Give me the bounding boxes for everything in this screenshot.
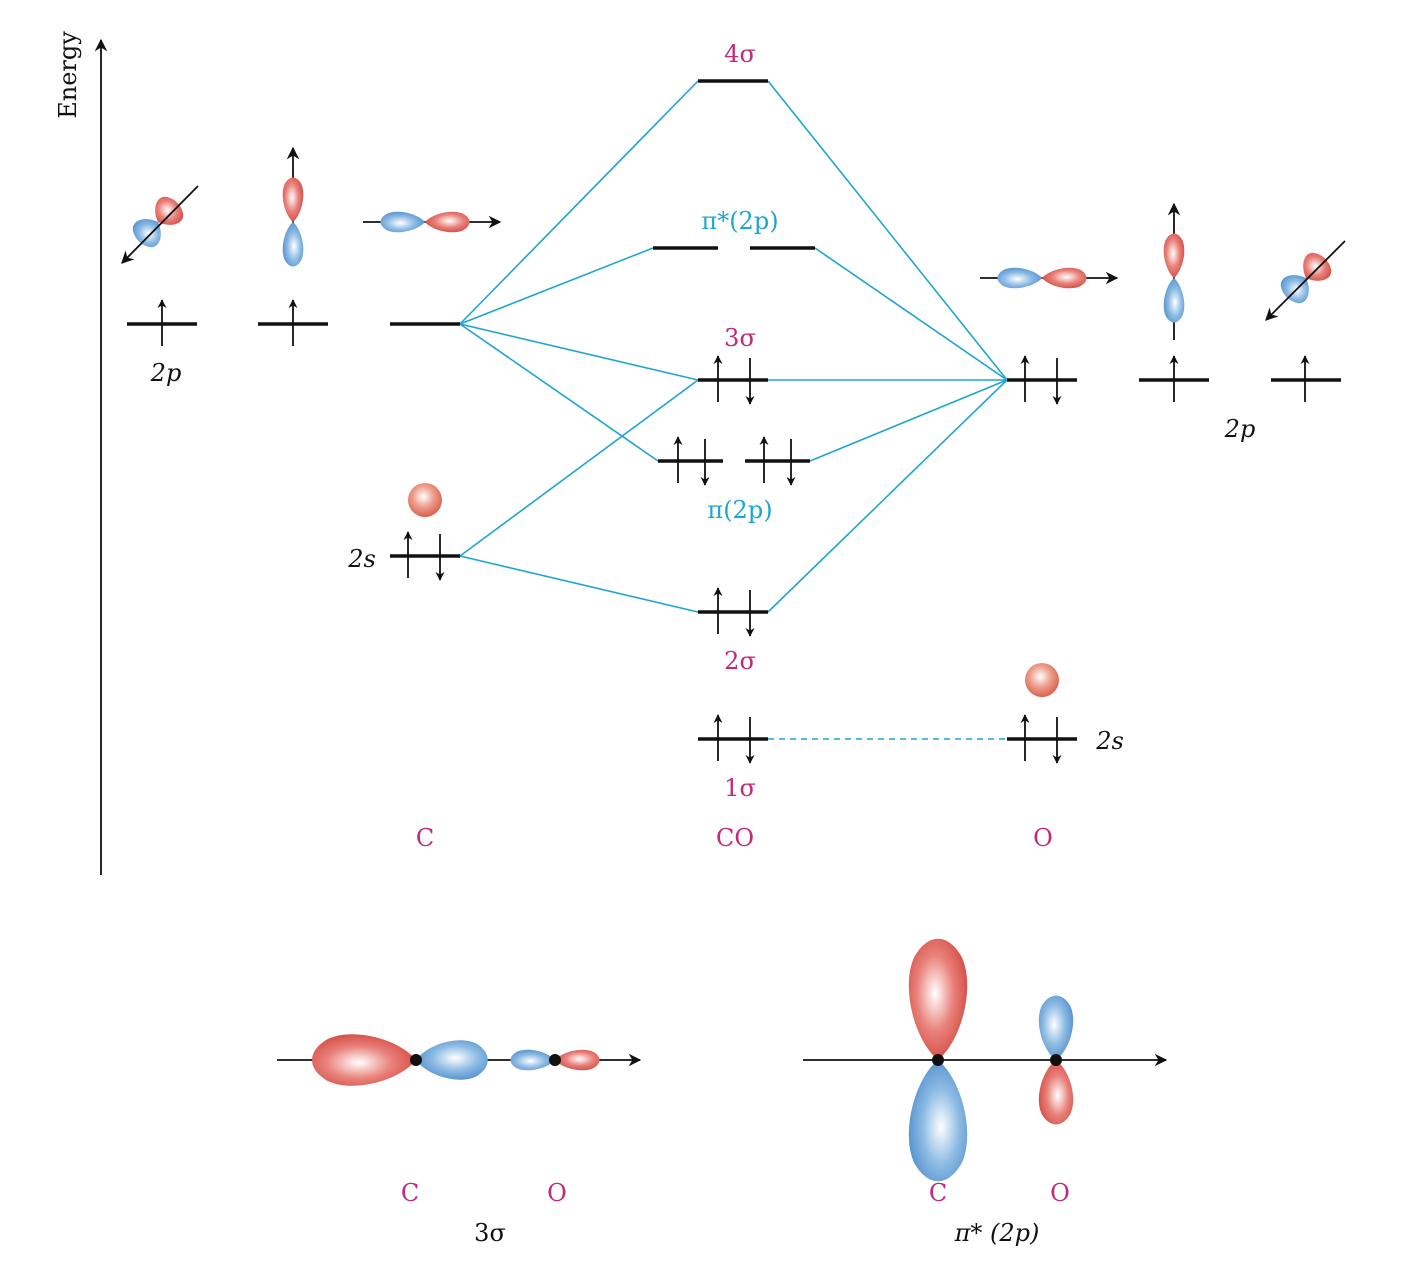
sigma3-orbital-picture (277, 1034, 642, 1086)
energy-axis-label: Energy (54, 31, 82, 119)
column-label-c: C (416, 824, 434, 852)
mo-3sigma-label: 3σ (724, 324, 756, 352)
pistar-c-label: C (929, 1179, 947, 1207)
c-2s-orbital-icon (408, 483, 442, 517)
mo-2sigma-label: 2σ (724, 647, 756, 675)
sigma3-o-label: O (547, 1179, 567, 1207)
sigma3-caption: 3σ (474, 1219, 506, 1247)
correlation-lines (459, 80, 1008, 740)
electron-spins (157, 299, 1310, 764)
pistar-o-label: O (1050, 1179, 1070, 1207)
c-2s-label: 2s (347, 545, 376, 573)
pistar-caption: π* (2p) (954, 1219, 1040, 1247)
o-2s-orbital-icon (1025, 663, 1059, 697)
c-2p-label: 2p (150, 359, 182, 387)
mo-pi-label: π(2p) (707, 496, 772, 524)
column-label-co: CO (716, 824, 754, 852)
o-py-orbital-icon (980, 267, 1119, 289)
pistar-orbital-picture (803, 938, 1168, 1182)
energy-levels (127, 79, 1341, 741)
o-2s-label: 2s (1095, 727, 1124, 755)
mo-1sigma-label: 1σ (724, 774, 756, 802)
mo-4sigma-label: 4σ (724, 40, 756, 68)
mo-pistar-label: π*(2p) (701, 207, 778, 235)
c-pz-orbital-icon (282, 146, 304, 267)
c-px-orbital-icon (121, 185, 199, 264)
o-pz-orbital-icon (1163, 202, 1185, 340)
sigma3-c-label: C (401, 1179, 419, 1207)
o-2p-label: 2p (1224, 415, 1256, 443)
o-px-orbital-icon (1265, 240, 1346, 321)
column-label-o: O (1033, 824, 1053, 852)
c-py-orbital-icon (363, 211, 502, 233)
